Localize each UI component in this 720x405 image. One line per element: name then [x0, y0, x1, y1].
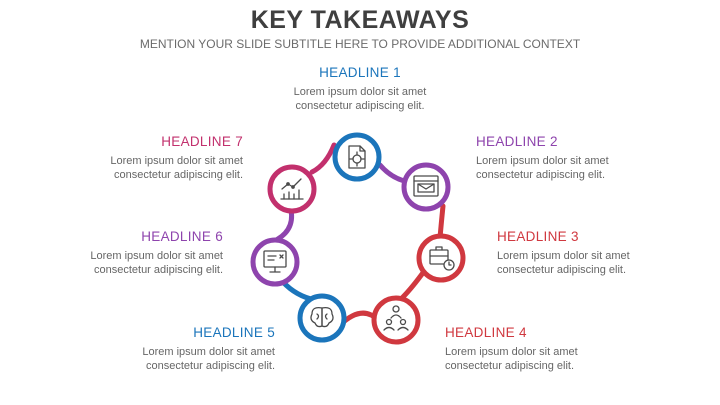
description-6: Lorem ipsum dolor sit amet consectetur a…	[90, 250, 223, 276]
takeaway-6: HEADLINE 6 Lorem ipsum dolor sit amet co…	[23, 229, 223, 277]
headline-3: HEADLINE 3	[497, 229, 579, 244]
headline-2: HEADLINE 2	[476, 134, 558, 149]
takeaway-1: HEADLINE 1 Lorem ipsum dolor sit amet co…	[260, 65, 460, 113]
connector-6-7	[269, 207, 295, 245]
description-3: Lorem ipsum dolor sit amet consectetur a…	[497, 250, 630, 276]
takeaway-5: HEADLINE 5 Lorem ipsum dolor sit amet co…	[75, 325, 275, 373]
node-3	[416, 233, 466, 283]
slide-title: KEY TAKEAWAYS	[250, 6, 470, 34]
node-1	[332, 132, 382, 182]
node-5	[297, 293, 347, 343]
description-4: Lorem ipsum dolor sit amet consectetur a…	[445, 346, 578, 372]
node-6	[250, 237, 300, 287]
takeaway-2: HEADLINE 2 Lorem ipsum dolor sit amet co…	[476, 134, 676, 182]
document-target-icon	[348, 145, 366, 169]
headline-6: HEADLINE 6	[141, 229, 223, 244]
brain-icon	[310, 306, 334, 328]
description-1: Lorem ipsum dolor sit amet consectetur a…	[293, 86, 427, 112]
connector-3-4	[399, 267, 428, 301]
takeaway-3: HEADLINE 3 Lorem ipsum dolor sit amet co…	[497, 229, 697, 277]
headline-4: HEADLINE 4	[445, 325, 527, 340]
node-2	[401, 162, 451, 212]
briefcase-clock-icon	[429, 246, 455, 271]
presentation-board-icon	[263, 250, 287, 273]
connector-2-3	[437, 203, 446, 241]
headline-7: HEADLINE 7	[161, 134, 243, 149]
headline-1: HEADLINE 1	[319, 65, 401, 80]
node-7	[267, 164, 317, 214]
headline-5: HEADLINE 5	[193, 325, 275, 340]
email-window-icon	[413, 175, 439, 197]
takeaway-4: HEADLINE 4 Lorem ipsum dolor sit amet co…	[445, 325, 645, 373]
node-4	[371, 295, 421, 345]
description-2: Lorem ipsum dolor sit amet consectetur a…	[476, 155, 609, 181]
description-7: Lorem ipsum dolor sit amet consectetur a…	[110, 155, 243, 181]
description-5: Lorem ipsum dolor sit amet consectetur a…	[142, 346, 275, 372]
takeaway-7: HEADLINE 7 Lorem ipsum dolor sit amet co…	[43, 134, 243, 182]
line-chart-icon	[280, 178, 304, 200]
connector-7-1	[309, 142, 337, 175]
team-hierarchy-icon	[383, 305, 409, 331]
slide-subtitle: MENTION YOUR SLIDE SUBTITLE HERE TO PROV…	[139, 37, 581, 51]
